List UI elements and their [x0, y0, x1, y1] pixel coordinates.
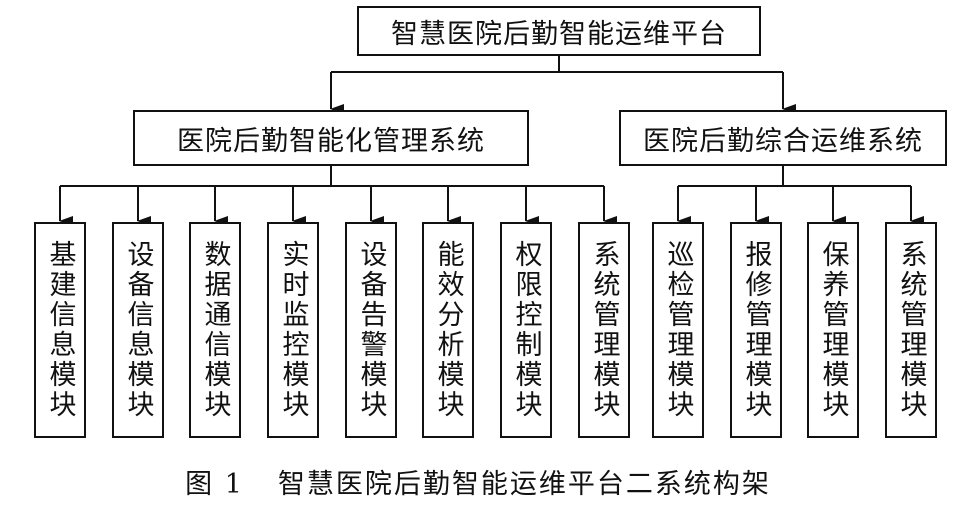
module-label: 设备告警模块 [355, 240, 387, 420]
module-label: 实时监控模块 [277, 240, 309, 420]
module-label: 数据通信模块 [199, 240, 231, 420]
module-label: 系统管理模块 [588, 240, 620, 420]
system-box-intelligent-management: 医院后勤智能化管理系统 [133, 110, 529, 166]
system-label: 医院后勤综合运维系统 [643, 125, 923, 157]
module-box: 数据通信模块 [189, 222, 241, 438]
platform-root-box: 智慧医院后勤智能运维平台 [357, 6, 761, 56]
platform-root-label: 智慧医院后勤智能运维平台 [391, 18, 727, 50]
module-label: 设备信息模块 [122, 240, 154, 420]
module-box: 巡检管理模块 [652, 222, 704, 438]
system-label: 医院后勤智能化管理系统 [177, 125, 485, 157]
system-box-integrated-operations: 医院后勤综合运维系统 [619, 110, 947, 166]
module-box: 保养管理模块 [807, 222, 859, 438]
module-box: 设备告警模块 [345, 222, 397, 438]
figure-caption: 图 1 智慧医院后勤智能运维平台二系统构架 [0, 462, 956, 501]
module-box: 系统管理模块 [885, 222, 937, 438]
figure-number: 图 1 [185, 469, 244, 500]
module-label: 报修管理模块 [740, 240, 772, 420]
module-box: 系统管理模块 [578, 222, 630, 438]
module-box: 设备信息模块 [112, 222, 164, 438]
module-label: 系统管理模块 [895, 240, 927, 420]
module-box: 权限控制模块 [500, 222, 552, 438]
module-box: 能效分析模块 [422, 222, 474, 438]
module-label: 能效分析模块 [432, 240, 464, 420]
module-box: 报修管理模块 [730, 222, 782, 438]
module-box: 实时监控模块 [267, 222, 319, 438]
figure-title: 智慧医院后勤智能运维平台二系统构架 [277, 469, 771, 500]
module-box: 基建信息模块 [34, 222, 86, 438]
module-label: 权限控制模块 [510, 240, 542, 420]
module-label: 保养管理模块 [817, 240, 849, 420]
module-label: 基建信息模块 [44, 240, 76, 420]
module-label: 巡检管理模块 [662, 240, 694, 420]
